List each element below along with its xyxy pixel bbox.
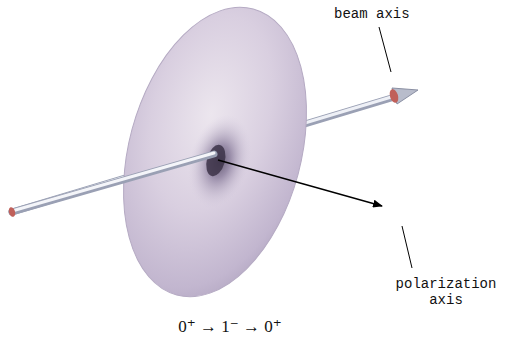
leader-line <box>379 27 391 72</box>
rod-cap <box>8 206 17 217</box>
torus <box>94 0 337 317</box>
beam-rod-front <box>12 154 214 212</box>
beam-rod-front-highlight <box>12 153 214 211</box>
axis-label: polarization axis <box>388 276 504 308</box>
axis-label: beam axis <box>334 6 424 22</box>
rod-cap <box>388 88 400 104</box>
leader-line <box>402 226 412 268</box>
caption: 0⁺ → 1⁻ → 0⁺ <box>110 316 350 337</box>
polarization-arrow <box>218 160 382 206</box>
